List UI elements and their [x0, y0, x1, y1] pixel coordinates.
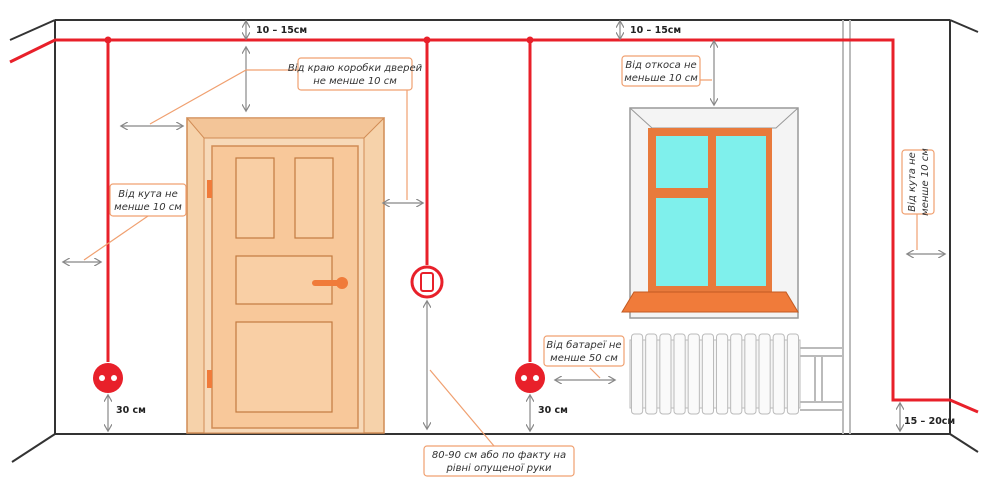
annotation-radiator: Від батареї не менше 50 см [543, 335, 625, 367]
heating-pipe [800, 20, 851, 434]
radiator-fin [645, 333, 658, 415]
hinge [207, 370, 212, 388]
radiator-fin [673, 333, 686, 415]
annotation-door-frame: Від краю коробки дверей не менше 10 см [288, 57, 423, 91]
svg-text:меньше 10 см: меньше 10 см [624, 73, 698, 84]
door-handle-icon [312, 277, 348, 289]
measure-ceiling-right: 10 – 15см [630, 25, 681, 36]
radiator-fin [631, 333, 644, 415]
radiator-fin [786, 333, 799, 415]
radiator-fin [687, 333, 700, 415]
measure-ceiling-left: 10 – 15см [256, 25, 307, 36]
measure-socket-right: 30 см [538, 405, 568, 416]
window [621, 107, 799, 319]
svg-text:не менше 10 см: не менше 10 см [313, 76, 397, 87]
radiator-fin [716, 333, 729, 415]
socket-icon [93, 363, 123, 393]
measure-socket-left: 30 см [116, 405, 146, 416]
annotation-switch-height: 80-90 см або по факту на рівні опущеної … [423, 445, 575, 477]
socket-icon [515, 363, 545, 393]
svg-text:Від краю коробки дверей: Від краю коробки дверей [288, 62, 423, 74]
glass-pane [656, 136, 708, 188]
svg-text:менше 10 см: менше 10 см [114, 202, 182, 213]
svg-text:Від батареї не: Від батареї не [546, 339, 621, 351]
radiator-icon [629, 333, 801, 415]
glass-pane [656, 198, 708, 286]
dimension-arrows [64, 22, 944, 430]
radiator-fin [744, 333, 757, 415]
radiator-fin [772, 333, 785, 415]
annotation-corner-right: Від кута не менше 10 см [901, 148, 935, 216]
annotation-corner-left: Від кута не менше 10 см [109, 183, 187, 217]
wire-junctions [104, 36, 534, 44]
svg-text:80-90 см або по факту на: 80-90 см або по факту на [432, 449, 566, 461]
radiator-fin [730, 333, 743, 415]
radiator-fin [758, 333, 771, 415]
measure-floor-right: 15 – 20см [904, 416, 955, 427]
room-outline [9, 19, 979, 463]
radiator-fin [659, 333, 672, 415]
svg-text:менше 10 см: менше 10 см [920, 148, 931, 216]
annotation-window-slope: Від откоса не меньше 10 см [621, 55, 701, 87]
hinge [207, 180, 212, 198]
glass-pane [716, 136, 766, 286]
svg-text:менше 50 см: менше 50 см [550, 353, 618, 364]
door [185, 117, 386, 434]
svg-text:рівні опущеної руки: рівні опущеної руки [445, 462, 552, 474]
svg-text:Від кута не: Від кута не [906, 152, 918, 212]
radiator-fin [701, 333, 714, 415]
svg-text:Від кута не: Від кута не [118, 188, 178, 200]
wiring [9, 38, 979, 414]
svg-text:Від откоса не: Від откоса не [625, 59, 696, 71]
switch-icon [410, 265, 444, 299]
window-sill [621, 291, 799, 313]
